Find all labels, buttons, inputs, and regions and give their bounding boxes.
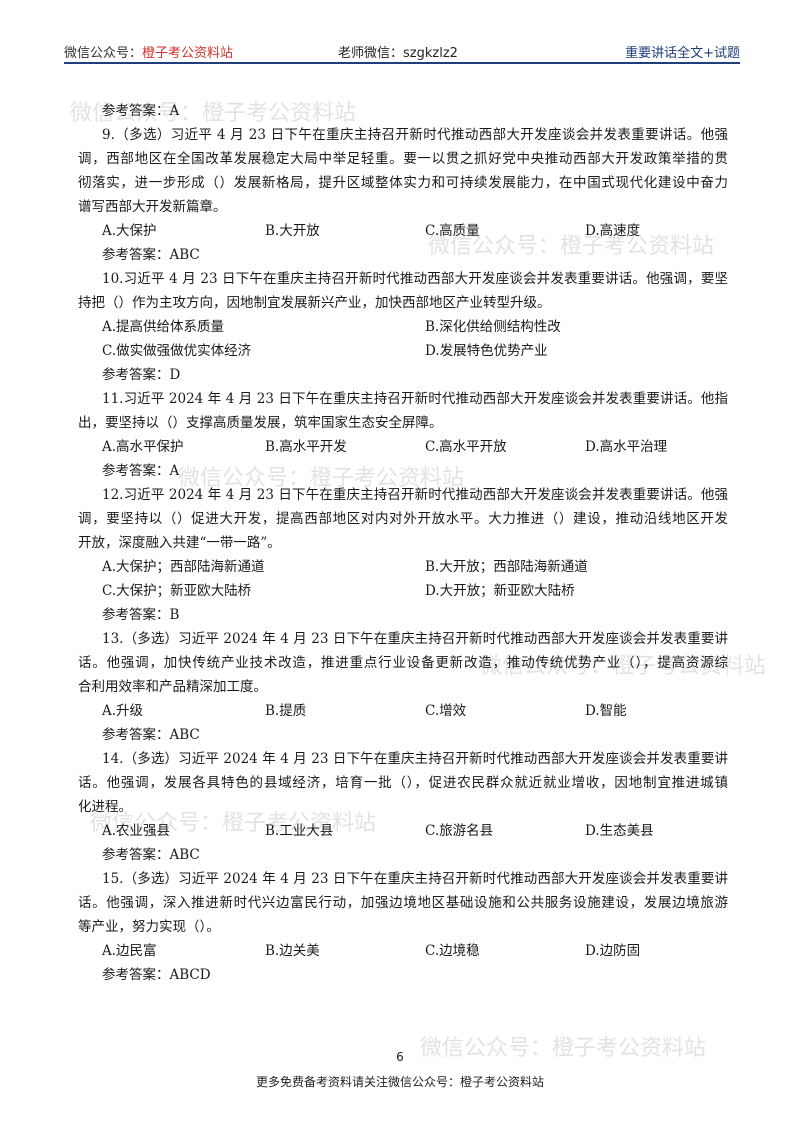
options-row: A.提高供给体系质量 B.深化供给侧结构性改 <box>78 315 728 339</box>
question-text-line: 开放，深度融入共建“一带一路”。 <box>78 535 281 551</box>
option-a: A.提高供给体系质量 <box>102 319 225 335</box>
question-text-line: 15.（多选）习近平 2024 年 4 月 23 日下午在重庆主持召开新时代推动… <box>102 871 728 887</box>
option-c: C.边境稳 <box>425 943 480 959</box>
option-c: C.旅游名县 <box>425 823 494 839</box>
answer-line: 参考答案：ABCD <box>78 963 728 987</box>
option-d: D.高速度 <box>585 223 641 239</box>
options-row: A.农业强县 B.工业大县 C.旅游名县 D.生态美县 <box>78 819 728 843</box>
option-c: C.大保护；新亚欧大陆桥 <box>102 583 252 599</box>
question-text-line: 14.（多选）习近平 2024 年 4 月 23 日下午在重庆主持召开新时代推动… <box>102 751 728 767</box>
question-block: 15.（多选）习近平 2024 年 4 月 23 日下午在重庆主持召开新时代推动… <box>78 867 728 987</box>
option-b: B.深化供给侧结构性改 <box>425 319 561 335</box>
question-text-line: 谱写西部大开发新篇章。 <box>78 199 227 215</box>
header-wechat-account: 微信公众号：橙子考公资料站 <box>64 42 233 61</box>
answer-line: 参考答案：ABC <box>78 843 728 867</box>
question-text-line: 11.习近平 2024 年 4 月 23 日下午在重庆主持召开新时代推动西部大开… <box>102 391 728 407</box>
answer-label: 参考答案： <box>102 463 170 479</box>
answer-label: 参考答案： <box>102 607 170 623</box>
header-account-name: 橙子考公资料站 <box>142 46 234 61</box>
answer-line: 参考答案：A <box>78 99 728 123</box>
answer-label: 参考答案： <box>102 727 170 743</box>
options-row: A.边民富 B.边关美 C.边境稳 D.边防固 <box>78 939 728 963</box>
option-d: D.生态美县 <box>585 823 654 839</box>
question-text-line: 13.（多选）习近平 2024 年 4 月 23 日下午在重庆主持召开新时代推动… <box>102 631 728 647</box>
answer-line: 参考答案：ABC <box>78 243 728 267</box>
answer-label: 参考答案： <box>102 847 170 863</box>
option-d: D.发展特色优势产业 <box>425 343 548 359</box>
option-b: B.边关美 <box>265 943 320 959</box>
question-block: 13.（多选）习近平 2024 年 4 月 23 日下午在重庆主持召开新时代推动… <box>78 627 728 747</box>
answer-label: 参考答案： <box>102 367 170 383</box>
option-d: D.高水平治理 <box>585 439 668 455</box>
option-d: D.智能 <box>585 703 627 719</box>
answer-line: 参考答案：B <box>78 603 728 627</box>
option-a: A.大保护；西部陆海新通道 <box>102 559 265 575</box>
answer-line: 参考答案：A <box>78 459 728 483</box>
question-block: 10.习近平 4 月 23 日下午在重庆主持召开新时代推动西部大开发座谈会并发表… <box>78 267 728 387</box>
question-block: 14.（多选）习近平 2024 年 4 月 23 日下午在重庆主持召开新时代推动… <box>78 747 728 867</box>
option-a: A.高水平保护 <box>102 439 184 455</box>
question-list: 参考答案：A 9.（多选）习近平 4 月 23 日下午在重庆主持召开新时代推动西… <box>78 99 728 987</box>
option-a: A.边民富 <box>102 943 157 959</box>
answer-label: 参考答案： <box>102 967 170 983</box>
answer-value: ABC <box>169 847 200 863</box>
answer-value: A <box>169 103 180 119</box>
answer-label: 参考答案： <box>102 247 170 263</box>
question-text-line: 合利用效率和产品精深加工度。 <box>78 679 267 695</box>
option-b: B.大开放；西部陆海新通道 <box>425 559 588 575</box>
option-c: C.高质量 <box>425 223 480 239</box>
question-block: 12.习近平 2024 年 4 月 23 日下午在重庆主持召开新时代推动西部大开… <box>78 483 728 627</box>
question-text-line: 化进程。 <box>78 799 132 815</box>
answer-line: 参考答案：D <box>78 363 728 387</box>
page-number: 6 <box>396 1050 404 1064</box>
option-b: B.提质 <box>265 703 307 719</box>
question-text-line: 10.习近平 4 月 23 日下午在重庆主持召开新时代推动西部大开发座谈会并发表… <box>102 271 728 287</box>
option-d: D.大开放；新亚欧大陆桥 <box>425 583 575 599</box>
option-d: D.边防固 <box>585 943 641 959</box>
answer-value: D <box>169 367 181 383</box>
options-row: A.高水平保护 B.高水平开发 C.高水平开放 D.高水平治理 <box>78 435 728 459</box>
question-text-line: 9.（多选）习近平 4 月 23 日下午在重庆主持召开新时代推动西部大开发座谈会… <box>102 127 728 143</box>
question-text-line: 12.习近平 2024 年 4 月 23 日下午在重庆主持召开新时代推动西部大开… <box>102 487 728 503</box>
option-a: A.大保护 <box>102 223 157 239</box>
answer-value: ABC <box>169 247 200 263</box>
answer-value: ABCD <box>169 967 211 983</box>
question-text-line: 调，西部地区在全国改革发展稳定大局中举足轻重。要一以贯之抓好党中央推动西部大开发… <box>78 151 728 167</box>
answer-line: 参考答案：ABC <box>78 723 728 747</box>
question-block: 9.（多选）习近平 4 月 23 日下午在重庆主持召开新时代推动西部大开发座谈会… <box>78 123 728 267</box>
question-text-line: 彻落实，进一步形成（）发展新格局，提升区域整体实力和可持续发展能力，在中国式现代… <box>78 175 728 191</box>
question-text-line: 话。他强调，发展各具特色的县域经济，培育一批（），促进农民群众就近就业增收，因地… <box>78 775 728 791</box>
header-account-prefix: 微信公众号： <box>64 46 143 61</box>
options-row: A.大保护；西部陆海新通道 B.大开放；西部陆海新通道 <box>78 555 728 579</box>
option-b: B.高水平开发 <box>265 439 347 455</box>
option-b: B.大开放 <box>265 223 320 239</box>
question-text-line: 话。他强调，加快传统产业技术改造，推进重点行业设备更新改造，推动传统优势产业（）… <box>78 655 728 671</box>
option-c: C.做实做强做优实体经济 <box>102 343 252 359</box>
header-doc-title: 重要讲话全文+试题 <box>625 46 740 61</box>
question-text-line: 持把（）作为主攻方向，因地制宜发展新兴产业，加快西部地区产业转型升级。 <box>78 295 551 311</box>
question-text-line: 话。他强调，深入推进新时代兴边富民行动，加强边境地区基础设施和公共服务设施建设，… <box>78 895 728 911</box>
answer-value: B <box>169 607 180 623</box>
answer-label: 参考答案： <box>102 103 170 119</box>
question-text-line: 等产业，努力实现（）。 <box>78 919 220 935</box>
answer-value: ABC <box>169 727 200 743</box>
options-row: A.升级 B.提质 C.增效 D.智能 <box>78 699 728 723</box>
option-c: C.增效 <box>425 703 467 719</box>
option-a: A.升级 <box>102 703 144 719</box>
option-b: B.工业大县 <box>265 823 334 839</box>
page-footer: 更多免费备考资料请关注微信公众号：橙子考公资料站 <box>255 1075 544 1089</box>
option-c: C.高水平开放 <box>425 439 507 455</box>
options-row: C.做实做强做优实体经济 D.发展特色优势产业 <box>78 339 728 363</box>
question-text-line: 出，要坚持以（）支撑高质量发展，筑牢国家生态安全屏障。 <box>78 415 443 431</box>
question-block: 11.习近平 2024 年 4 月 23 日下午在重庆主持召开新时代推动西部大开… <box>78 387 728 483</box>
options-row: A.大保护 B.大开放 C.高质量 D.高速度 <box>78 219 728 243</box>
page-header: 微信公众号：橙子考公资料站 老师微信：szgkzlz2 重要讲话全文+试题 <box>64 40 740 64</box>
question-text-line: 调，要坚持以（）促进大开发，提高西部地区对内对外开放水平。大力推进（）建设，推动… <box>78 511 728 527</box>
header-teacher-wechat: 老师微信：szgkzlz2 <box>338 46 458 61</box>
options-row: C.大保护；新亚欧大陆桥 D.大开放；新亚欧大陆桥 <box>78 579 728 603</box>
option-a: A.农业强县 <box>102 823 171 839</box>
answer-value: A <box>169 463 180 479</box>
